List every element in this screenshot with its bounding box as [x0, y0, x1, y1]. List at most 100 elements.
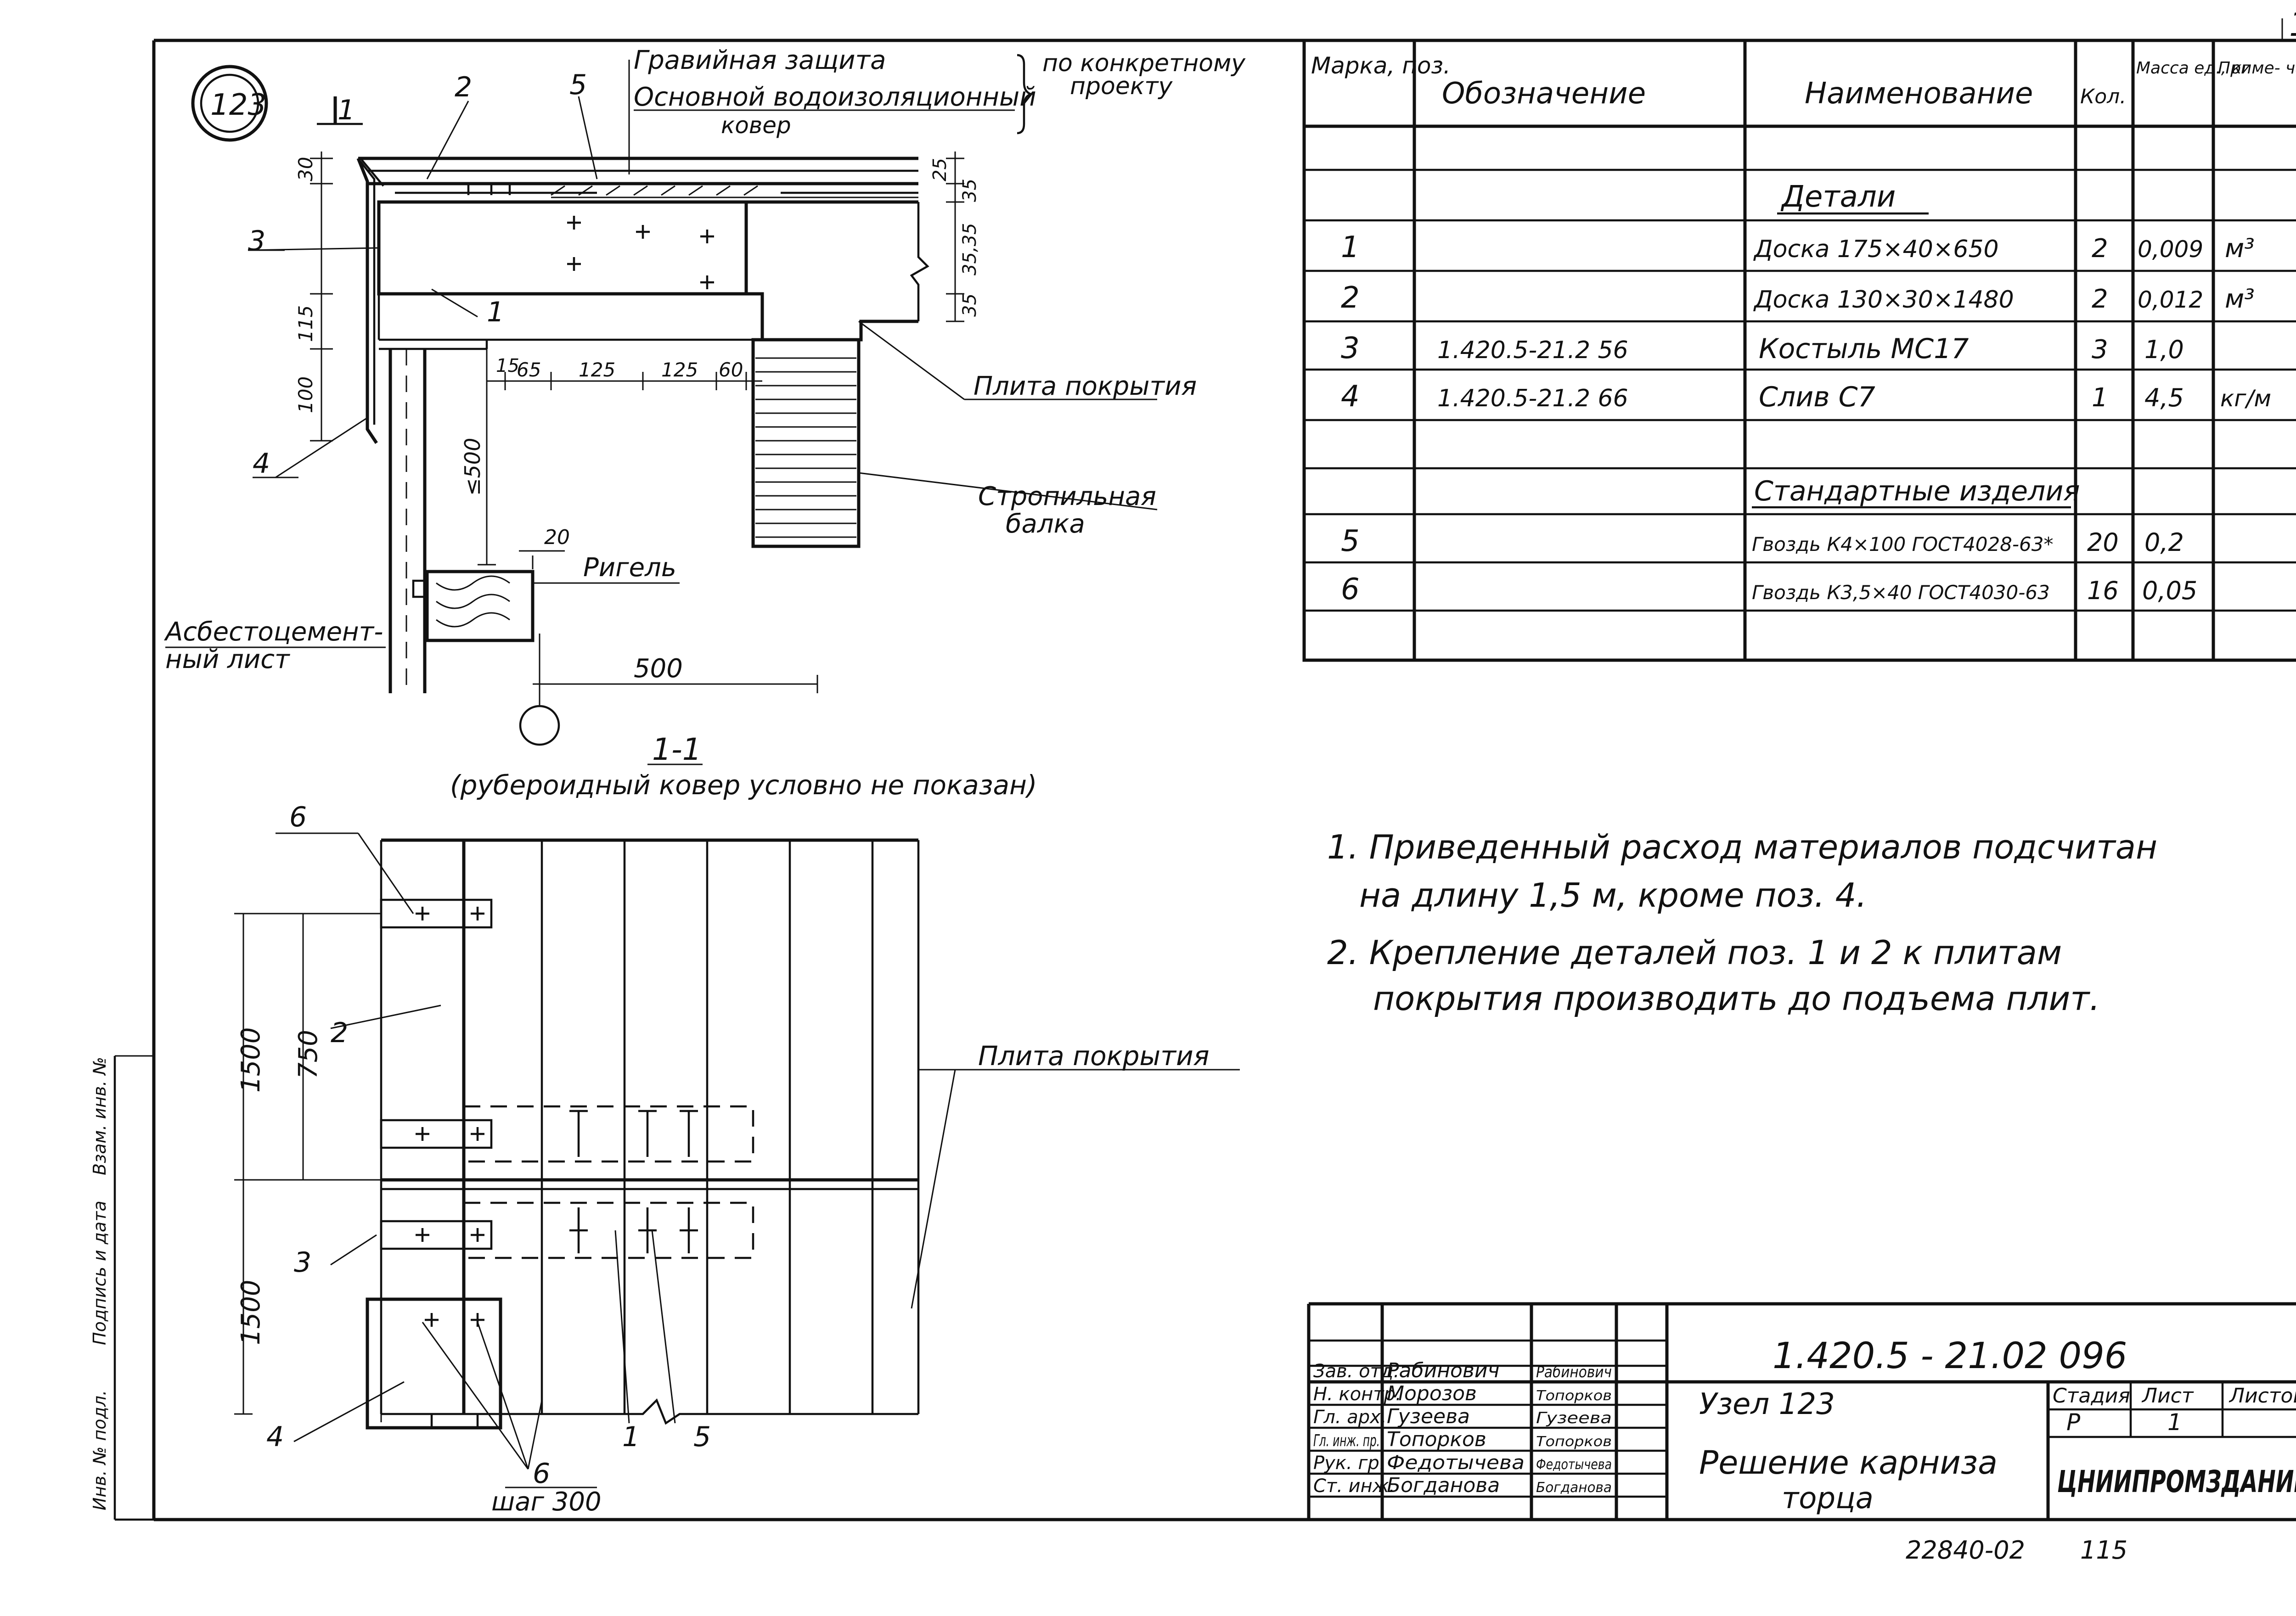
spec-group-standard: Стандартные изделия — [1754, 475, 2080, 507]
dim-500-vert: ≤500 — [460, 438, 485, 496]
side-strip-3: Взам. инв. № — [90, 1057, 110, 1175]
section-dim-1500-bottom: 1500 — [236, 1279, 266, 1345]
position-5: 5 — [569, 69, 587, 101]
spec-row-mass: 0,05 — [2142, 576, 2197, 605]
spec-row-code: 1.420.5-21.2 56 — [1437, 337, 1628, 364]
spec-row-note: м³ — [2225, 284, 2255, 314]
note-line-4: покрытия производить до подъема плит. — [1373, 979, 2100, 1018]
label-base-carpet: Основной водоизоляционный — [634, 82, 1036, 112]
staff-role: Ст. инж. — [1313, 1476, 1395, 1497]
spec-row-qty: 20 — [2087, 528, 2119, 557]
position-1: 1 — [487, 296, 504, 328]
dim-35-35: 35,35 — [959, 223, 980, 275]
dim-60: 60 — [719, 359, 743, 381]
note-line-3: 2. Крепление деталей поз. 1 и 2 к плитам — [1327, 933, 2062, 972]
bottom-number: 115 — [2080, 1536, 2127, 1565]
spec-row-pos: 1 — [1341, 230, 1360, 264]
section-plan — [234, 832, 1240, 1470]
spec-row-name: Доска 130×30×1480 — [1753, 286, 2014, 314]
staff-signature: Гузеева — [1536, 1409, 1612, 1427]
sheet-title-1: Решение карниза — [1699, 1444, 1998, 1481]
dim-25: 25 — [929, 158, 951, 181]
spec-header-name: Наименование — [1805, 77, 2033, 111]
organization: ЦНИИПРОМЗДАНИЙ — [2057, 1464, 2296, 1499]
sheets-header: Листов — [2228, 1384, 2296, 1408]
spec-header-code: Обозначение — [1442, 77, 1646, 111]
stage-header: Стадия — [2053, 1384, 2130, 1408]
spec-row-pos: 5 — [1341, 524, 1360, 558]
spec-row-qty: 3 — [2092, 335, 2108, 365]
section-position-3: 3 — [294, 1246, 311, 1279]
title-block-staff: Зав. отд. Рабинович Рабинович Н. контр. … — [1313, 1359, 1612, 1497]
dim-500-horiz: 500 — [634, 654, 683, 684]
staff-role: Н. контр. — [1313, 1384, 1401, 1405]
note-line-1: 1. Приведенный расход материалов подсчит… — [1327, 828, 2157, 866]
spec-row-qty: 2 — [2092, 234, 2108, 264]
spec-row-name: Гвоздь К4×100 ГОСТ4028-63* — [1752, 533, 2054, 556]
staff-name: Морозов — [1387, 1382, 1477, 1405]
spec-row-note: кг/м — [2220, 385, 2271, 412]
sheet-value: 1 — [2167, 1409, 2182, 1436]
label-by-project-1: по конкретному — [1042, 50, 1246, 77]
label-gravel: Гравийная защита — [634, 45, 886, 75]
spec-row-name: Костыль МС17 — [1759, 333, 1969, 365]
section-position-6-top: 6 — [289, 801, 307, 833]
staff-name: Богданова — [1387, 1474, 1500, 1497]
spec-row-note: м³ — [2225, 234, 2255, 264]
label-carpet: ковер — [721, 112, 791, 139]
dim-30: 30 — [294, 157, 317, 181]
bottom-code: 22840-02 — [1906, 1536, 2025, 1565]
section-position-1: 1 — [622, 1421, 640, 1453]
label-by-project-2: проекту — [1070, 73, 1173, 100]
stage-value: Р — [2066, 1409, 2081, 1436]
spec-row-name: Доска 175×40×650 — [1753, 236, 1999, 263]
spec-table-grid — [1302, 39, 2296, 662]
node-detail — [165, 54, 1158, 746]
staff-name: Рабинович — [1387, 1359, 1499, 1382]
dim-35a: 35 — [959, 179, 980, 202]
spec-header-note: Приме- чание — [2218, 59, 2296, 78]
label-rafter-2: балка — [1006, 509, 1085, 539]
node-label: Узел 123 — [1699, 1387, 1835, 1421]
side-strip-1: Инв. № подл. — [90, 1390, 110, 1510]
spec-row-pos: 4 — [1341, 380, 1360, 414]
staff-signature: Рабинович — [1536, 1363, 1612, 1381]
node-number: 123 — [210, 88, 266, 122]
section-position-4: 4 — [266, 1421, 284, 1453]
spec-row-name: Слив С7 — [1759, 381, 1875, 413]
dim-35c: 35 — [959, 293, 980, 317]
staff-role: Рук. гр. — [1313, 1453, 1385, 1474]
staff-role: Гл. арх. — [1313, 1407, 1387, 1428]
spec-row-qty: 1 — [2092, 383, 2108, 413]
section-position-2: 2 — [331, 1017, 348, 1049]
staff-name: Федотычева — [1387, 1451, 1525, 1474]
staff-name: Топорков — [1387, 1428, 1486, 1451]
spec-row-code: 1.420.5-21.2 66 — [1437, 385, 1628, 412]
staff-name: Гузеева — [1387, 1405, 1470, 1428]
spec-rows: 1 Доска 175×40×650 2 0,009 м³ 2 Доска 13… — [1341, 230, 2271, 606]
staff-role: Гл. инж. пр. — [1313, 1431, 1380, 1450]
staff-role: Зав. отд. — [1313, 1361, 1399, 1382]
dim-15: 15 — [496, 355, 519, 376]
section-step: шаг 300 — [491, 1487, 602, 1517]
title-block-grid — [1307, 1302, 2296, 1520]
leader-lines — [165, 60, 1158, 648]
dim-100: 100 — [294, 376, 317, 413]
spec-row-qty: 2 — [2092, 284, 2108, 314]
spec-row-pos: 2 — [1341, 281, 1360, 315]
label-asbestos-2: ный лист — [165, 645, 290, 674]
notes: 1. Приведенный расход материалов подсчит… — [1327, 828, 2157, 1018]
spec-row-qty: 16 — [2087, 576, 2119, 605]
dim-20: 20 — [544, 526, 570, 549]
position-3: 3 — [248, 225, 265, 257]
spec-group-details: Детали — [1780, 180, 1896, 214]
sheet-header: Лист — [2141, 1384, 2194, 1408]
section-title: 1-1 — [652, 732, 702, 767]
section-position-5: 5 — [693, 1421, 711, 1453]
dim-115: 115 — [294, 305, 317, 342]
spec-row-mass: 1,0 — [2144, 335, 2184, 364]
page-number: 114 — [2289, 5, 2296, 44]
dimension-lines — [310, 152, 964, 693]
spec-row-pos: 6 — [1341, 572, 1360, 606]
